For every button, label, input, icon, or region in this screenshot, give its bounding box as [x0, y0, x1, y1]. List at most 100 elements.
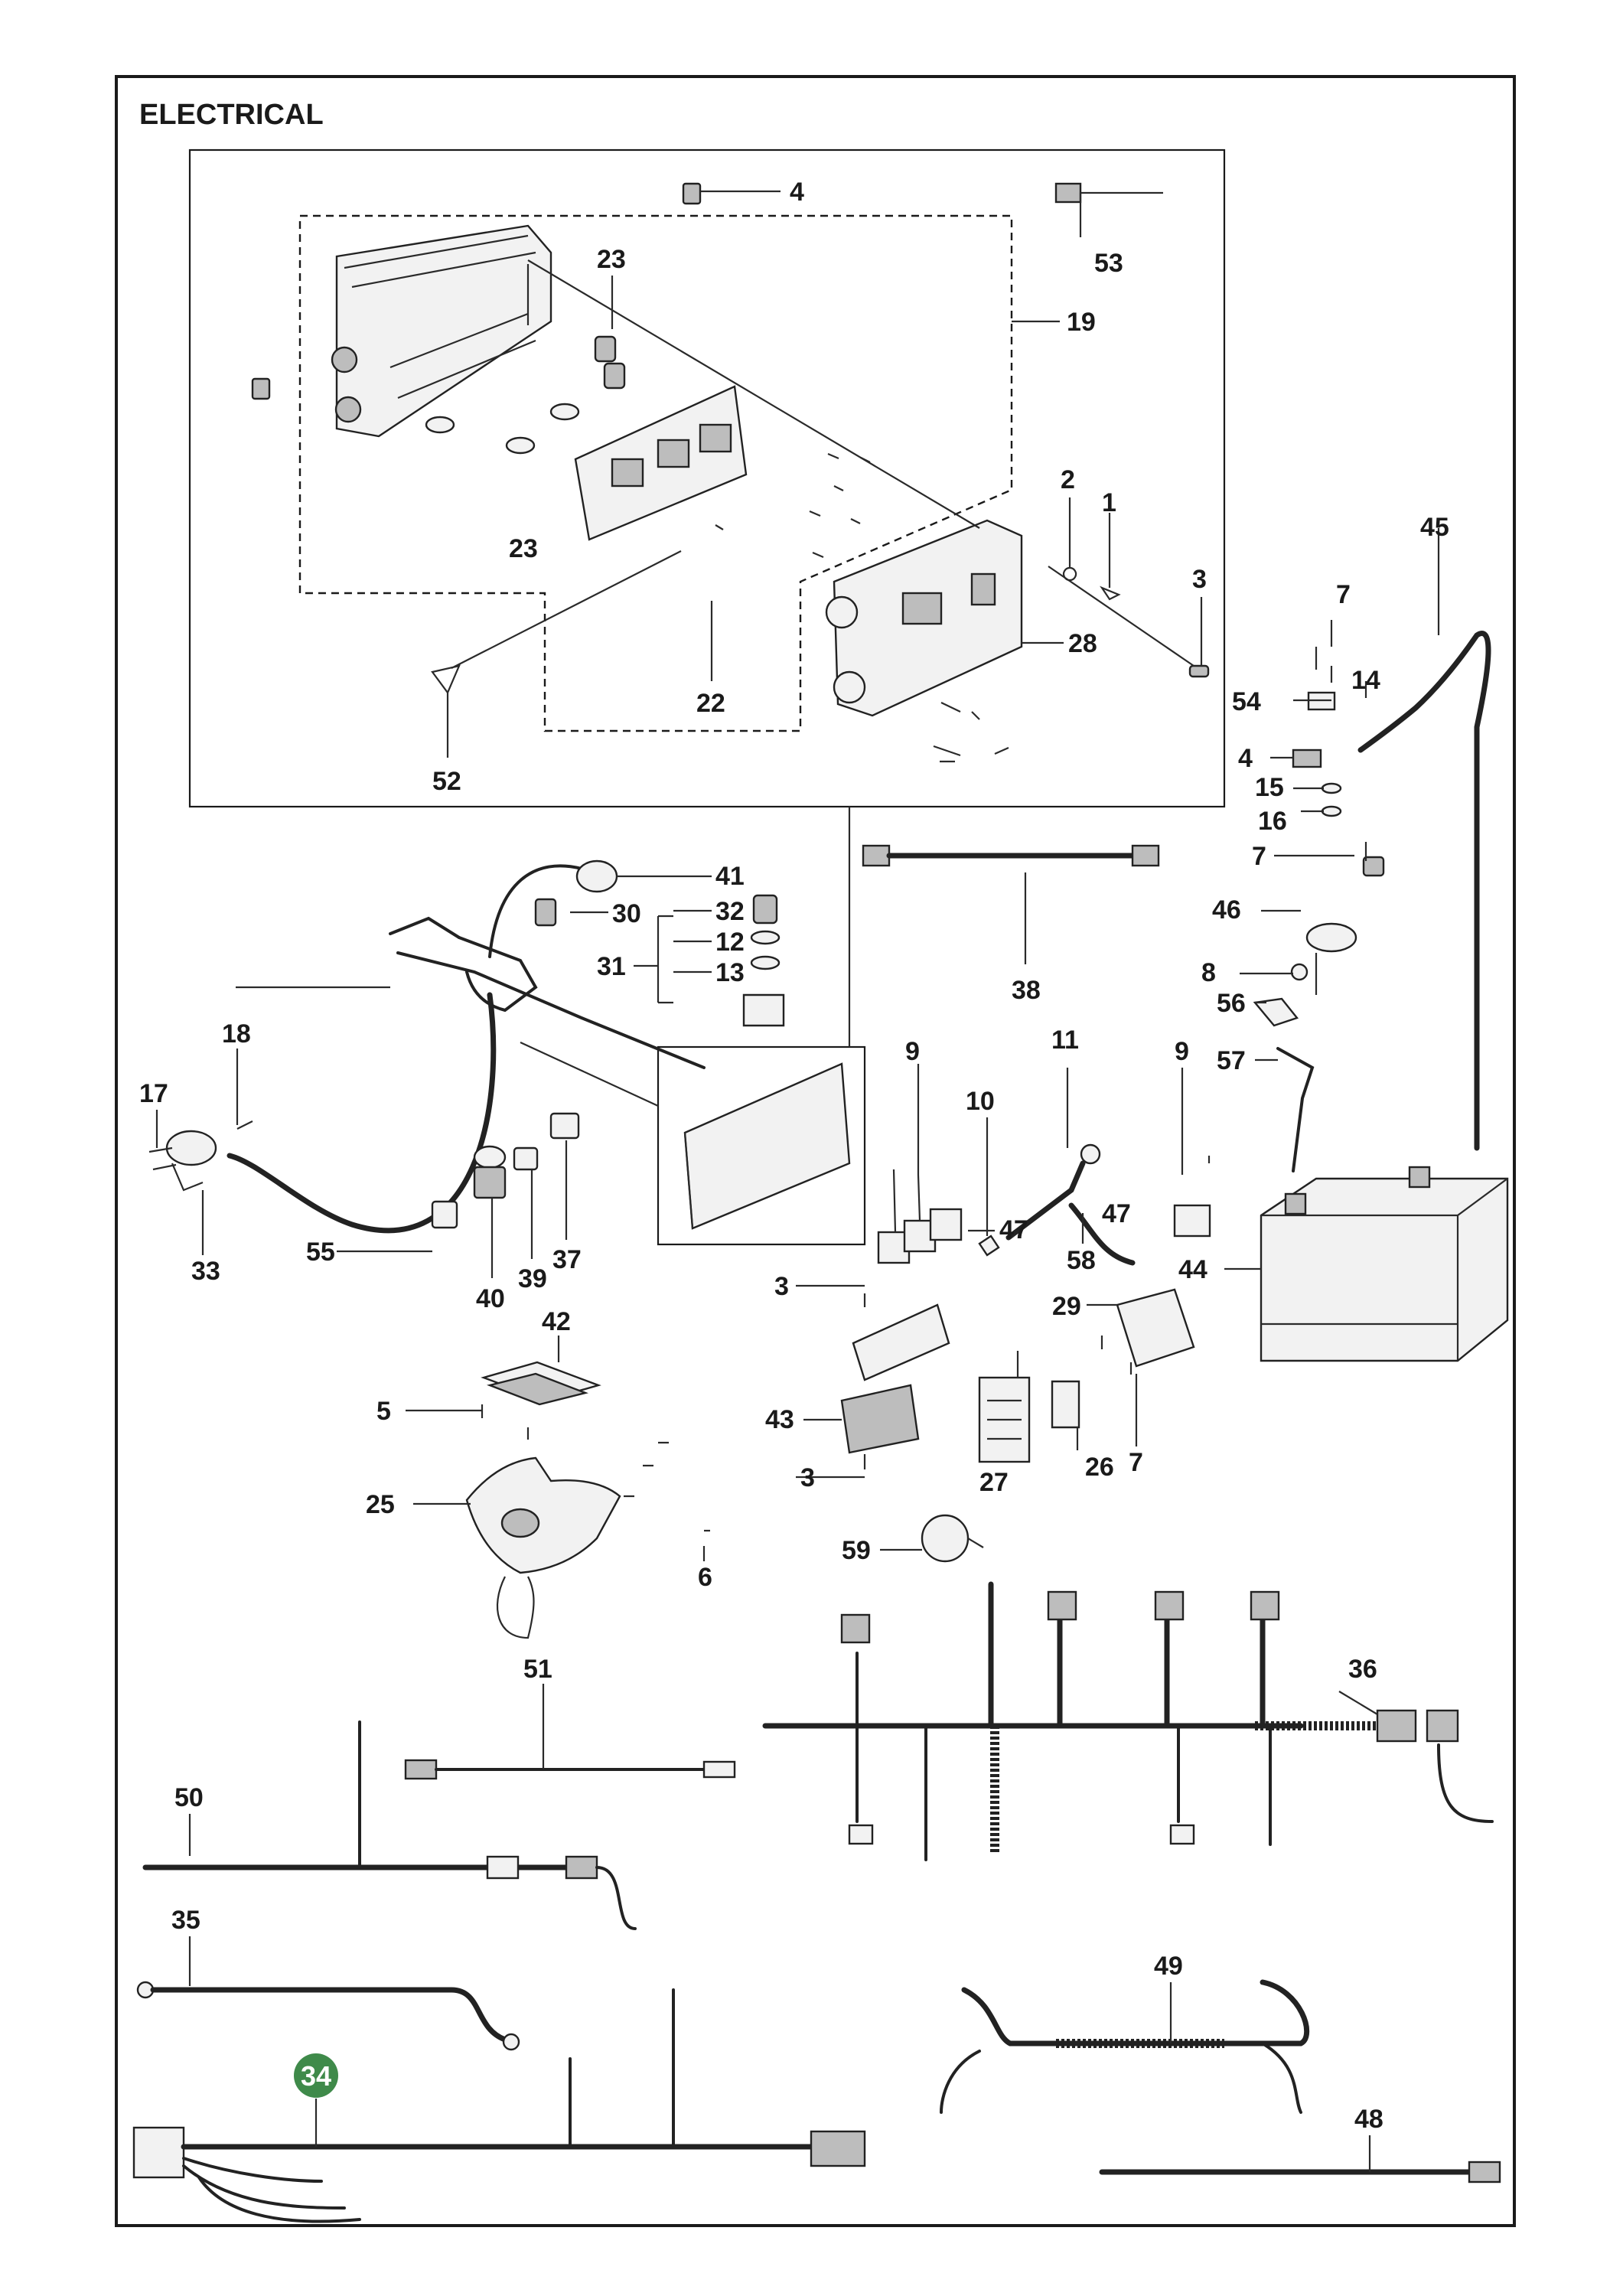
callout-37: 37 — [552, 1245, 582, 1274]
ecu-detail-box — [188, 148, 1226, 808]
callout-43: 43 — [765, 1405, 794, 1434]
callout-2: 2 — [1061, 465, 1075, 494]
callout-23-top: 23 — [597, 245, 626, 274]
cables-10-11-58 — [978, 1143, 1136, 1266]
switches-37-39-40-55 — [431, 1112, 580, 1229]
screws-3-7-fuse — [863, 1293, 1133, 1469]
callout-3-fuse-top: 3 — [774, 1272, 789, 1301]
callout-34-highlight — [294, 2053, 338, 2098]
callout-9-left: 9 — [905, 1037, 920, 1066]
fuse-holder-43 — [840, 1303, 950, 1454]
callout-36: 36 — [1348, 1655, 1377, 1684]
clip-4-top — [682, 182, 702, 205]
bolts-bottom — [933, 702, 1009, 763]
callout-32: 32 — [715, 897, 745, 926]
battery-switch-46 — [1305, 856, 1385, 995]
callout-13: 13 — [715, 958, 745, 987]
callout-33: 33 — [191, 1257, 220, 1286]
callout-31: 31 — [597, 952, 626, 981]
callout-35: 35 — [171, 1906, 200, 1935]
callout-40: 40 — [476, 1284, 505, 1313]
cable-38 — [862, 844, 1160, 867]
callout-7-top: 7 — [1336, 580, 1351, 609]
relays-47 — [877, 1163, 1211, 1264]
callout-53: 53 — [1094, 249, 1123, 278]
harness-34 — [132, 1988, 866, 2223]
callout-15: 15 — [1255, 773, 1284, 802]
key-switch-parts-31 — [742, 894, 785, 1027]
callout-9-right: 9 — [1175, 1037, 1189, 1066]
callout-28: 28 — [1068, 629, 1097, 658]
ecu-mounted — [683, 1062, 851, 1230]
harness-30 — [227, 864, 706, 1234]
bracket-line — [527, 259, 980, 529]
callout-30: 30 — [612, 899, 641, 928]
lanyard-52 — [431, 550, 682, 695]
ecu-mounted-box — [657, 1045, 866, 1246]
clip-4-left — [251, 377, 271, 400]
callout-27: 27 — [979, 1468, 1009, 1497]
callout-10: 10 — [966, 1087, 995, 1116]
callout-6: 6 — [698, 1563, 712, 1592]
callout-47-right: 47 — [1102, 1199, 1131, 1228]
battery-cable-45 — [1357, 631, 1491, 1151]
callout-52: 52 — [432, 767, 461, 796]
callout-44: 44 — [1178, 1255, 1207, 1284]
callout-3-ecu: 3 — [1192, 565, 1207, 594]
callout-1: 1 — [1102, 488, 1116, 517]
bracket-26 — [1051, 1380, 1080, 1429]
display-42 — [481, 1361, 601, 1406]
bracket-31 — [634, 915, 673, 1004]
callout-49: 49 — [1154, 1952, 1183, 1981]
callout-5: 5 — [376, 1397, 391, 1426]
callout-22: 22 — [696, 689, 725, 718]
callout-38: 38 — [1012, 976, 1041, 1005]
callout-42: 42 — [542, 1307, 571, 1336]
battery-44 — [1260, 1166, 1509, 1362]
callout-41: 41 — [715, 862, 745, 891]
callout-18: 18 — [222, 1019, 251, 1049]
ecu-base-housing — [331, 224, 552, 438]
fuse-box-27 — [978, 1376, 1031, 1463]
dash-panel-25 — [465, 1456, 621, 1639]
callout-16: 16 — [1258, 807, 1287, 836]
relay-box-29 — [1116, 1288, 1195, 1368]
callout-labels: 4 53 19 23 23 2 1 3 28 22 52 45 7 14 54 … — [139, 178, 1449, 2134]
callout-19: 19 — [1067, 308, 1096, 337]
callout-39: 39 — [518, 1264, 547, 1293]
callout-26: 26 — [1085, 1453, 1114, 1482]
key-switch-41 — [534, 859, 618, 927]
callout-7-fuse: 7 — [1129, 1448, 1143, 1477]
harness-49 — [940, 1979, 1310, 2114]
diagram-title: ELECTRICAL — [139, 99, 324, 131]
connector-53 — [1054, 182, 1163, 204]
spacers-23 — [425, 335, 626, 455]
callout-4: 4 — [790, 178, 804, 207]
harness-50 — [142, 1720, 637, 1930]
callout-14: 14 — [1351, 666, 1380, 695]
callout-46: 46 — [1212, 895, 1241, 925]
leader-lines — [155, 190, 1440, 2172]
callout-50: 50 — [174, 1783, 204, 1812]
callout-34: 34 — [301, 2060, 331, 2092]
callout-4-battery: 4 — [1238, 744, 1253, 773]
callout-47-left: 47 — [999, 1215, 1028, 1244]
cable-51 — [404, 1759, 736, 1780]
callout-56: 56 — [1217, 989, 1246, 1018]
callout-29: 29 — [1052, 1292, 1081, 1321]
battery-cable-57 — [1276, 1047, 1315, 1172]
callout-59: 59 — [842, 1536, 871, 1565]
callout-11: 11 — [1051, 1026, 1079, 1055]
circuit-board — [574, 385, 748, 541]
cable-35 — [136, 1981, 520, 2051]
callout-3-fuse-bottom: 3 — [800, 1463, 815, 1492]
callout-12: 12 — [715, 928, 745, 957]
ecu-cover — [825, 519, 1023, 717]
main-harness-36 — [762, 1581, 1494, 1861]
ecu-link-line — [520, 807, 851, 1107]
callout-55: 55 — [306, 1238, 335, 1267]
callout-58: 58 — [1067, 1246, 1096, 1275]
callout-48: 48 — [1354, 2105, 1383, 2134]
